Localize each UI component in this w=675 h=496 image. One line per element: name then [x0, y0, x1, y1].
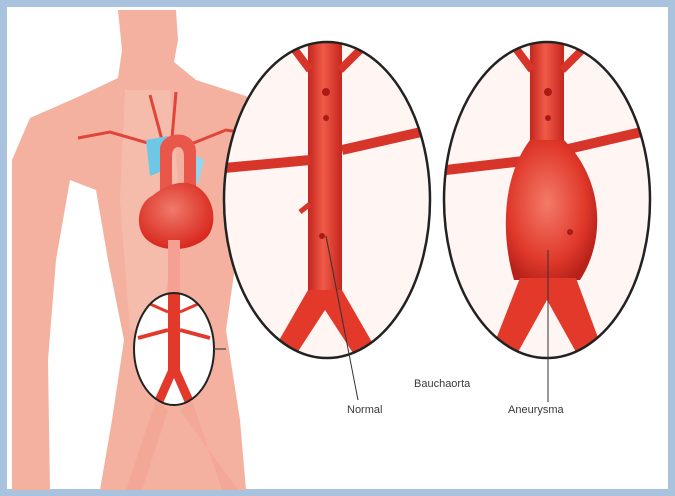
aneurysm-inset	[444, 30, 650, 370]
bauchaorta-label: Bauchaorta	[414, 378, 470, 390]
body-silhouette	[12, 10, 262, 490]
normal-label: Normal	[347, 404, 382, 416]
normal-aorta-inset	[224, 30, 430, 370]
aneurysma-label: Aneurysma	[508, 404, 564, 416]
